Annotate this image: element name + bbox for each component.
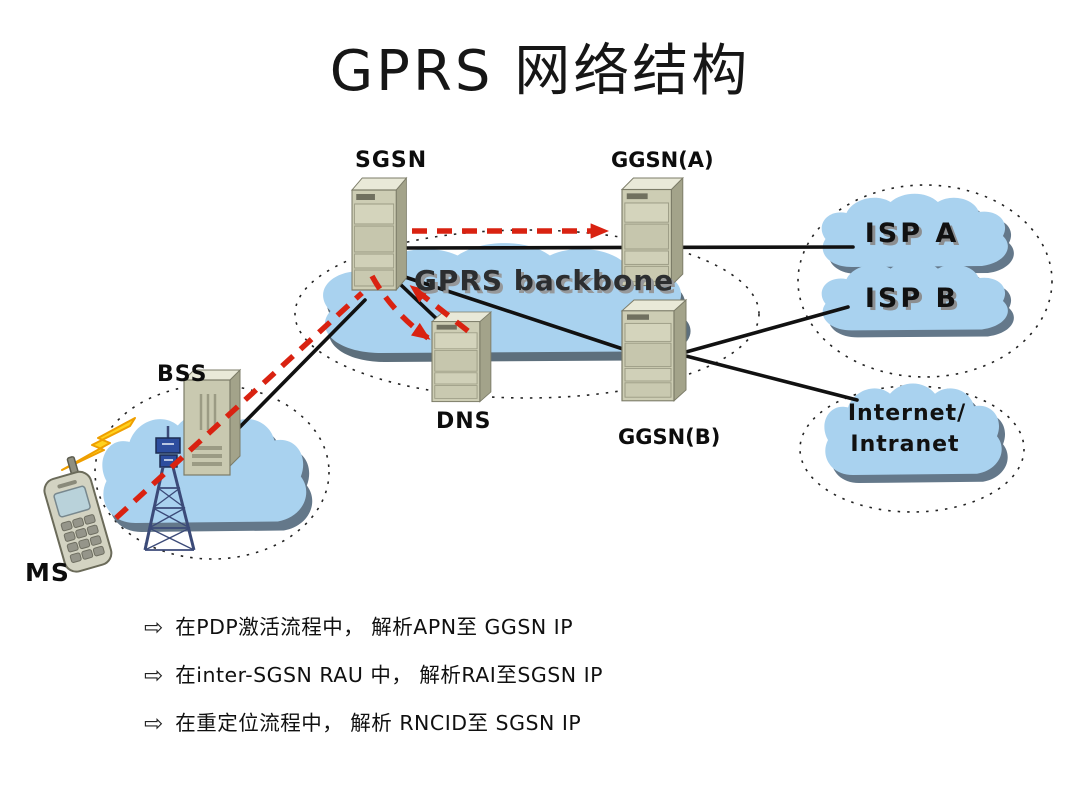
internet-label: Internet/ Intranet: [848, 401, 966, 457]
page-title: GPRS 网络结构: [329, 39, 751, 104]
arrow-bullet-icon: ⇨: [144, 711, 164, 737]
ggsn-a-label: GGSN(A): [611, 148, 714, 172]
note-text: 在PDP激活流程中， 解析APN至 GGSN IP: [175, 615, 574, 639]
isp-dotted-outline: [797, 184, 1053, 378]
isp-a-label: ISP A ISP A: [865, 218, 963, 252]
svg-text:ISP A: ISP A: [868, 221, 963, 252]
ggsn-b-label: GGSN(B): [618, 425, 720, 449]
note-item: ⇨ 在inter-SGSN RAU 中， 解析RAI至SGSN IP: [144, 658, 604, 689]
bss-label: BSS: [157, 362, 207, 387]
note-item: ⇨ 在重定位流程中， 解析 RNCID至 SGSN IP: [144, 706, 603, 737]
red-link-sgsn-dns: [369, 274, 431, 341]
red-link-ms-sgsn: [114, 290, 364, 521]
bss-dotted-outline: [94, 384, 330, 560]
ms-label: MS: [25, 558, 70, 587]
red-link-dns-sgsn: [409, 284, 470, 334]
link-ggsnb-internet: [684, 354, 859, 402]
arrow-bullet-icon: ⇨: [144, 615, 164, 641]
note-text: 在重定位流程中， 解析 RNCID至 SGSN IP: [175, 711, 582, 735]
mobile-phone-icon: [43, 456, 113, 573]
notes-list: ⇨ 在PDP激活流程中， 解析APN至 GGSN IP ⇨ 在inter-SGS…: [144, 610, 603, 754]
svg-text:ISP B: ISP B: [868, 286, 962, 317]
radio-tower-icon: [143, 426, 196, 551]
arrow-bullet-icon: ⇨: [144, 663, 164, 689]
isp-b-label: ISP B ISP B: [865, 283, 962, 317]
link-ggsnb-ispb: [684, 305, 850, 354]
lightning-bolt-icon: [61, 417, 136, 471]
link-sgsn-ggsnb: [400, 274, 634, 354]
dns-label: DNS: [436, 409, 492, 434]
red-dashed-links: [114, 223, 610, 521]
link-bss-sgsn: [228, 298, 367, 439]
backbone-dotted-outline: [294, 229, 760, 399]
svg-text:ISP B: ISP B: [865, 283, 959, 314]
sgsn-label: SGSN: [355, 148, 427, 173]
sgsn-server-icon: [351, 177, 407, 291]
ggsn-b-server-icon: [621, 299, 687, 402]
svg-text:Internet/: Internet/: [848, 401, 966, 426]
link-sgsn-dns: [398, 282, 443, 325]
note-text: 在inter-SGSN RAU 中， 解析RAI至SGSN IP: [175, 663, 604, 687]
backbone-label: GPRS backbone GPRS backbone: [414, 264, 677, 300]
svg-text:Intranet: Intranet: [850, 432, 959, 457]
svg-text:ISP A: ISP A: [865, 218, 960, 249]
note-item: ⇨ 在PDP激活流程中， 解析APN至 GGSN IP: [144, 610, 603, 641]
svg-text:GPRS backbone: GPRS backbone: [417, 267, 677, 300]
svg-text:GPRS backbone: GPRS backbone: [414, 264, 674, 297]
